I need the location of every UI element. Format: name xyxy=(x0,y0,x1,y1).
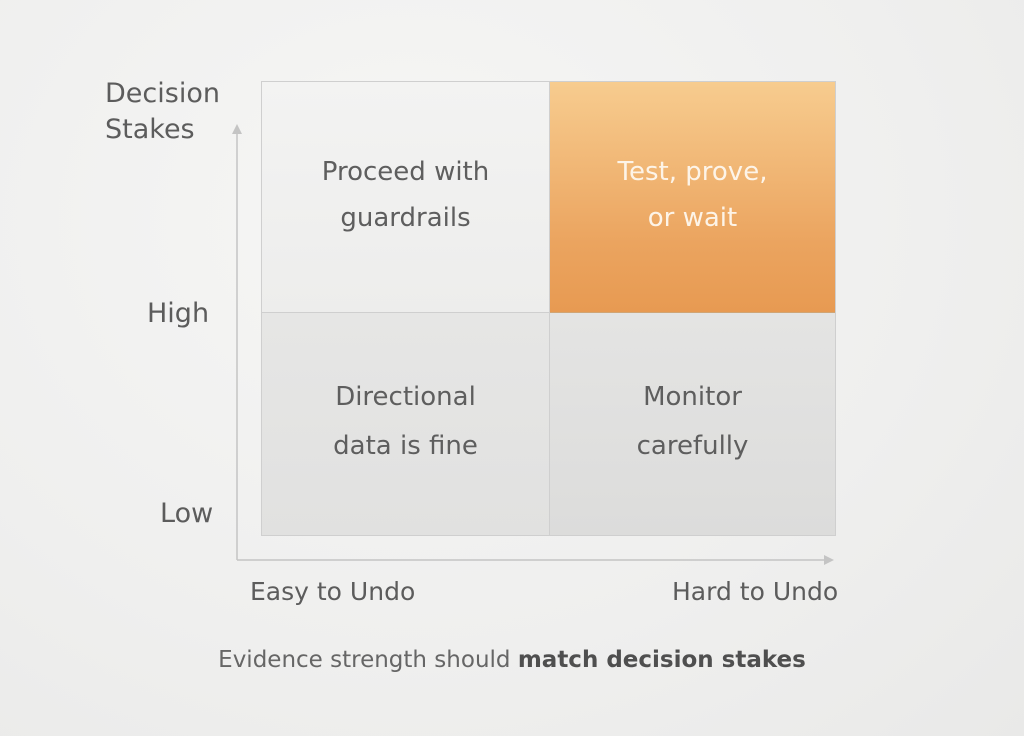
quadrant-top-left-line1: Proceed with xyxy=(321,157,490,187)
quadrant-bottom-left: Directional data is fine xyxy=(262,313,550,535)
x-axis-arrow-icon xyxy=(824,555,834,565)
quadrant-bottom-left-line1: Directional xyxy=(335,382,476,412)
y-axis-arrow-icon xyxy=(232,124,242,134)
quadrant-top-right-line1: Test, prove, xyxy=(617,157,768,187)
y-axis-title-line2: Stakes xyxy=(105,114,195,145)
quadrant-top-left-line2: guardrails xyxy=(340,203,471,233)
y-axis-title: Decision Stakes xyxy=(105,76,220,148)
quadrant-top-right-line2: or wait xyxy=(647,203,738,233)
caption: Evidence strength should match decision … xyxy=(0,647,1024,673)
x-axis-left-label: Easy to Undo xyxy=(250,577,416,606)
caption-lead: Evidence strength should xyxy=(218,647,518,673)
caption-emphasis: match decision stakes xyxy=(517,647,806,673)
quadrant-bottom-right-line1: Monitor xyxy=(643,382,742,412)
y-axis-high-label: High xyxy=(147,298,210,329)
quadrant-bottom-right: Monitor carefully xyxy=(550,313,835,535)
y-axis-title-line1: Decision xyxy=(105,78,220,109)
y-axis-low-label: Low xyxy=(160,498,214,529)
x-axis-right-label: Hard to Undo xyxy=(672,577,839,606)
quadrant-top-right-highlight: Test, prove, or wait xyxy=(550,82,835,313)
quadrant-grid: Proceed with guardrails Test, prove, or … xyxy=(261,81,836,536)
quadrant-bottom-left-line2: data is fine xyxy=(333,431,478,461)
quadrant-bottom-right-line2: carefully xyxy=(636,431,749,461)
quadrant-top-left: Proceed with guardrails xyxy=(262,82,550,313)
